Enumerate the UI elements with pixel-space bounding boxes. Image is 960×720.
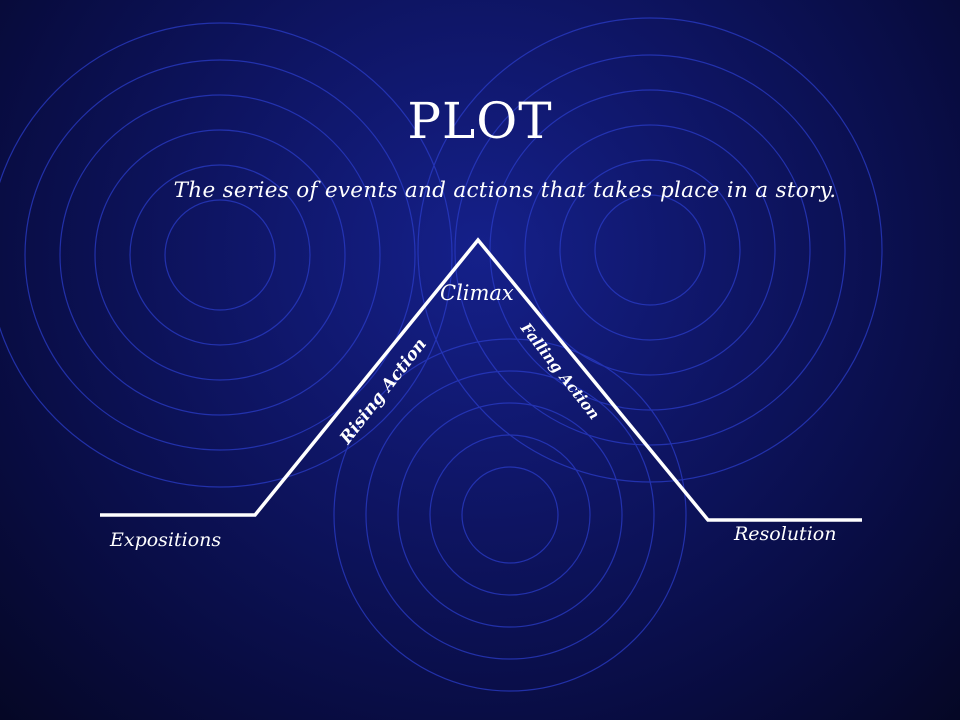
- ring: [0, 22, 453, 488]
- ring: [129, 164, 311, 346]
- label-rising-action: Rising Action: [336, 335, 431, 449]
- ring: [365, 370, 655, 660]
- ring: [429, 434, 591, 596]
- plot-line: [100, 237, 862, 522]
- label-resolution: Resolution: [733, 523, 836, 545]
- label-climax: Climax: [440, 281, 514, 305]
- ring: [454, 54, 846, 446]
- label-falling-action: Falling Action: [516, 319, 603, 424]
- ring: [489, 89, 811, 411]
- ring: [333, 338, 687, 692]
- ring: [524, 124, 776, 376]
- ring: [164, 199, 276, 311]
- ring: [59, 94, 381, 416]
- slide-title: PLOT: [407, 92, 553, 150]
- label-exposition: Expositions: [109, 529, 221, 551]
- ring: [559, 159, 741, 341]
- ring: [461, 466, 559, 564]
- ring: [594, 194, 706, 306]
- ring: [94, 129, 346, 381]
- slide-subtitle: The series of events and actions that ta…: [173, 178, 837, 203]
- ring: [397, 402, 623, 628]
- ring: [24, 59, 416, 451]
